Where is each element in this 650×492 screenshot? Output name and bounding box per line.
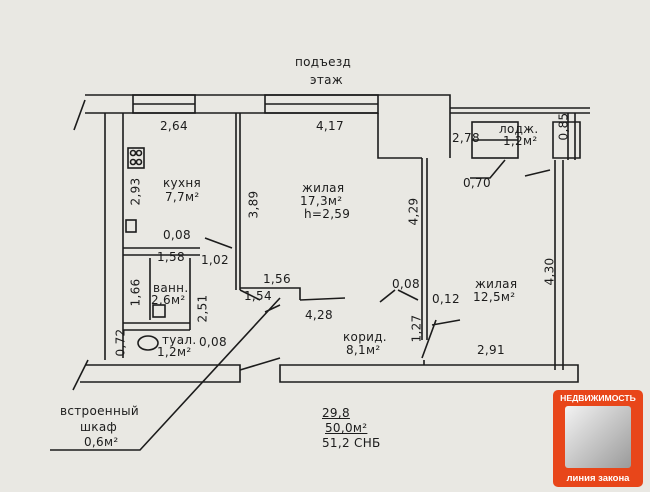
logo-top-text: НЕДВИЖИМОСТЬ xyxy=(560,393,636,403)
sink-icon xyxy=(125,219,137,233)
bottom-wall xyxy=(80,364,579,383)
snb-area: 51,2 СНБ xyxy=(322,436,381,450)
dim-2-78: 2,78 xyxy=(452,131,480,145)
living1-area: 17,3м² xyxy=(300,194,343,208)
total-area: 50,0м² xyxy=(325,421,368,435)
bathtub-icon xyxy=(152,304,166,318)
left-wall xyxy=(72,99,124,391)
living-area-total: 29,8 xyxy=(322,406,350,420)
dim-1-66: 1,66 xyxy=(128,278,143,307)
kitchen-area: 7,7м² xyxy=(165,190,200,204)
loggia-area: 1,2м² xyxy=(503,134,538,148)
dim-0-70: 0,70 xyxy=(463,176,491,190)
dim-2-93: 2,93 xyxy=(128,177,143,206)
toilet-name: туал. xyxy=(162,333,197,347)
right-wall xyxy=(554,160,564,370)
dim-1-02: 1,02 xyxy=(201,253,229,267)
loggia-pier xyxy=(552,121,581,159)
dim-4-28: 4,28 xyxy=(305,308,333,322)
closet-name-1: встроенный xyxy=(60,404,139,418)
closet-walls xyxy=(239,287,301,301)
toilet-icon xyxy=(137,335,159,351)
corridor-name: корид. xyxy=(343,330,387,344)
dim-4-17: 4,17 xyxy=(316,119,344,133)
column-capital-icon xyxy=(565,406,631,468)
bath-walls xyxy=(123,247,200,331)
loggia-name: лодж. xyxy=(499,122,539,136)
dim-4-30: 4,30 xyxy=(542,257,557,286)
bath-area: 2,6м² xyxy=(151,293,186,307)
dim-1-27: 1,27 xyxy=(409,314,424,343)
kitchen-name: кухня xyxy=(163,176,202,190)
dim-0-08-c: 0,08 xyxy=(199,335,227,349)
dim-1-54: 1,54 xyxy=(244,289,272,303)
living1-name: жилая xyxy=(302,181,345,195)
dim-0-85: 0,85 xyxy=(556,112,571,141)
door-swings xyxy=(204,169,551,359)
loggia-wall xyxy=(450,107,590,160)
toilet-area: 1,2м² xyxy=(157,345,192,359)
dim-3-89: 3,89 xyxy=(246,190,261,219)
dim-1-58: 1,58 xyxy=(157,250,185,264)
corridor-area: 8,1м² xyxy=(346,343,381,357)
dim-2-91: 2,91 xyxy=(477,343,505,357)
dim-0-08-b: 0,08 xyxy=(392,277,420,291)
dim-0-72: 0,72 xyxy=(113,328,128,357)
living2-name: жилая xyxy=(475,277,518,291)
dim-2-51: 2,51 xyxy=(195,294,210,323)
logo-bottom-text: линия закона xyxy=(566,473,630,484)
closet-leader xyxy=(50,297,281,451)
dim-2-64: 2,64 xyxy=(160,119,188,133)
living-partition xyxy=(421,158,428,340)
dim-1-56: 1,56 xyxy=(263,272,291,286)
wall-block xyxy=(377,113,451,159)
kitchen-partition xyxy=(235,113,241,290)
floor-label: этаж xyxy=(310,73,343,87)
entrance-label: подъезд xyxy=(295,55,352,69)
top-wall xyxy=(85,94,451,122)
closet-area: 0,6м² xyxy=(84,435,119,449)
watermark-logo: НЕДВИЖИМОСТЬ линия закона xyxy=(553,390,643,487)
dim-0-12: 0,12 xyxy=(432,292,460,306)
bath-name: ванн. xyxy=(153,281,189,295)
dim-0-08-a: 0,08 xyxy=(163,228,191,242)
stove-icon xyxy=(127,147,145,169)
living2-area: 12,5м² xyxy=(473,290,516,304)
closet-name-2: шкаф xyxy=(80,420,118,434)
ceiling-height: h=2,59 xyxy=(304,207,351,221)
dim-4-29: 4,29 xyxy=(406,197,421,226)
